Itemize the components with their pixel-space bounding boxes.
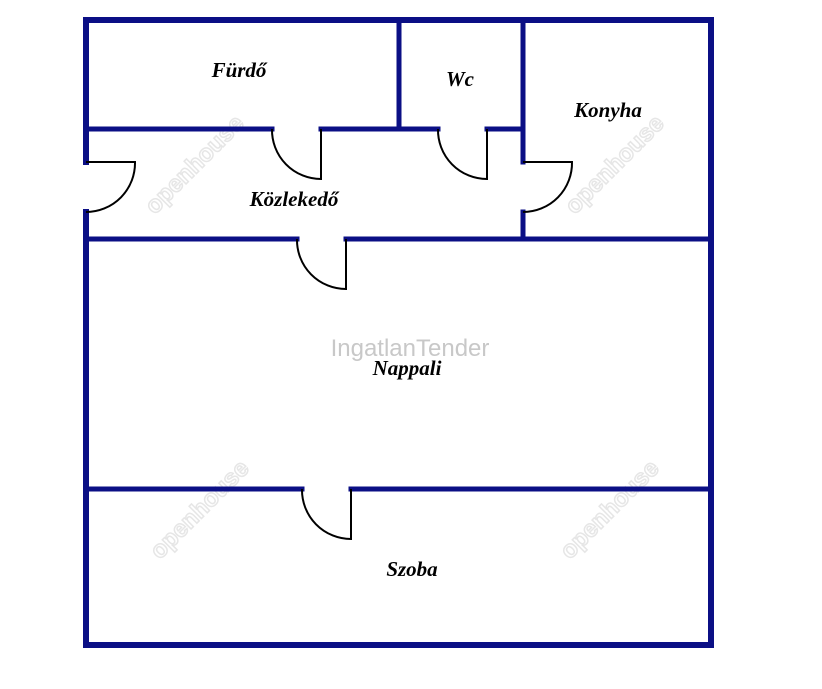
room-label-furdo: Fürdő	[211, 58, 268, 82]
door-wc	[436, 128, 488, 181]
ingatlantender-watermark: IngatlanTender	[331, 335, 490, 362]
door-konyha	[522, 161, 574, 213]
openhouse-watermark: openhouse	[559, 109, 670, 220]
room-label-konyha: Konyha	[573, 98, 642, 122]
openhouse-watermark: openhouse	[139, 109, 250, 220]
room-label-szoba: Szoba	[386, 557, 437, 581]
openhouse-watermark-text: openhouse	[555, 455, 665, 565]
openhouse-watermark: openhouse	[144, 454, 255, 565]
room-label-nappali: Nappali	[372, 356, 442, 380]
room-label-kozlekedo: Közlekedő	[249, 187, 340, 211]
door-furdo	[270, 128, 322, 181]
outer-wall	[83, 17, 714, 648]
openhouse-watermark: openhouse	[554, 454, 665, 565]
openhouse-watermark-text: openhouse	[140, 110, 250, 220]
door-szoba	[300, 488, 352, 541]
room-label-wc: Wc	[446, 67, 475, 91]
door-entrance	[85, 161, 137, 213]
openhouse-watermark-text: openhouse	[560, 110, 670, 220]
door-nappali	[295, 238, 347, 291]
openhouse-watermark-text: openhouse	[145, 455, 255, 565]
